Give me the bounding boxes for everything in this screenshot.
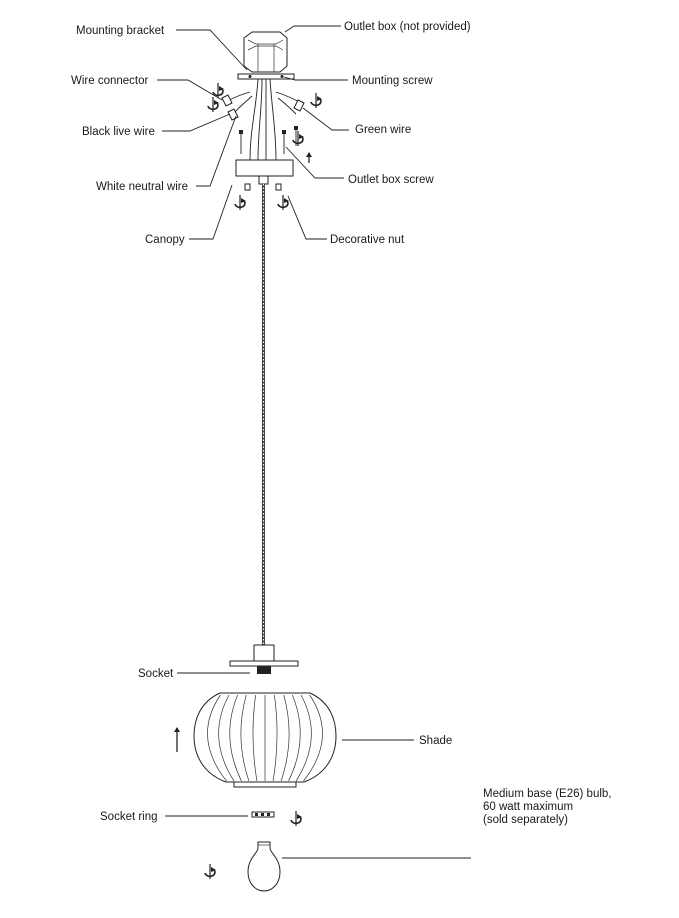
label-outlet-box: Outlet box (not provided) xyxy=(344,21,471,33)
label-bulb-line1: Medium base (E26) bulb, xyxy=(483,788,611,800)
label-wire-connector: Wire connector xyxy=(71,75,149,87)
up-arrow-icon xyxy=(306,152,312,163)
label-socket: Socket xyxy=(138,668,174,680)
bulb xyxy=(247,841,281,892)
label-mounting-screw: Mounting screw xyxy=(352,75,433,87)
rotate-arrow-icon xyxy=(310,93,322,108)
label-green-wire: Green wire xyxy=(355,124,411,136)
label-socket-ring: Socket ring xyxy=(100,811,158,823)
socket xyxy=(229,644,299,674)
label-outlet-box-screw: Outlet box screw xyxy=(348,174,434,186)
part-labels: Mounting bracket Outlet box (not provide… xyxy=(71,21,611,826)
label-canopy: Canopy xyxy=(145,234,185,246)
socket-ring xyxy=(251,811,275,818)
label-black-live-wire: Black live wire xyxy=(82,126,155,138)
mounting-bracket xyxy=(237,73,295,80)
up-arrow-icon xyxy=(174,727,180,752)
label-white-neutral-wire: White neutral wire xyxy=(96,181,188,193)
rotate-arrow-icon xyxy=(204,864,216,879)
shade xyxy=(193,692,337,788)
rotate-arrow-icon xyxy=(207,97,219,112)
rotate-arrow-icon xyxy=(292,131,304,146)
label-shade: Shade xyxy=(419,735,452,747)
rotate-arrow-icon xyxy=(212,83,224,98)
outlet-box xyxy=(243,31,288,73)
rotate-arrow-icon xyxy=(234,195,246,210)
label-decorative-nut: Decorative nut xyxy=(330,234,405,246)
rotate-arrow-icon xyxy=(290,811,302,826)
label-bulb-line3: (sold separately) xyxy=(483,814,568,826)
label-mounting-bracket: Mounting bracket xyxy=(76,25,165,37)
label-bulb-line2: 60 watt maximum xyxy=(483,801,573,813)
leader-lines xyxy=(157,25,471,859)
rotate-arrow-icon xyxy=(277,195,289,210)
